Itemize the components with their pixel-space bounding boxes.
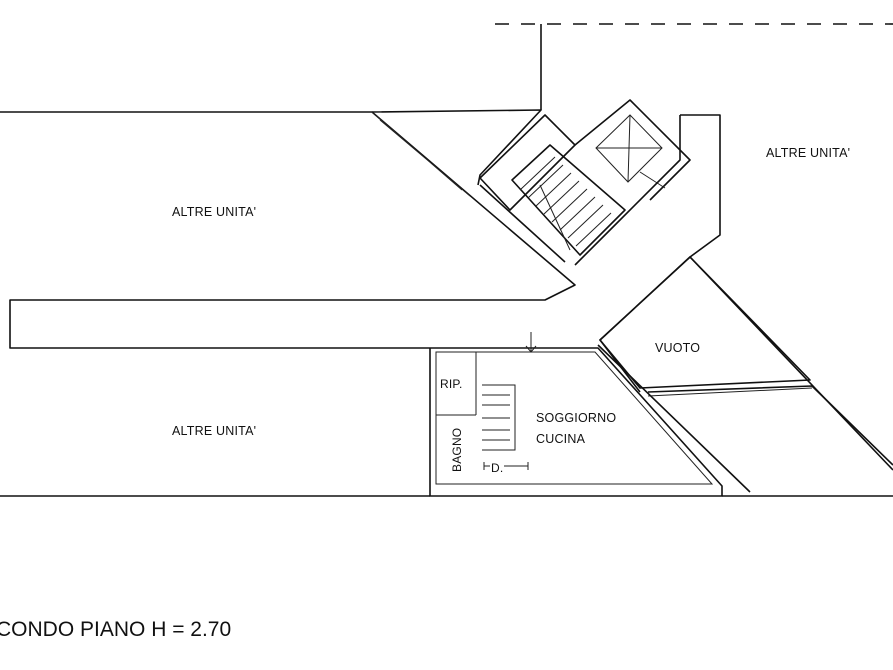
wall-vuoto <box>599 256 811 389</box>
wall-corridor-diagonal <box>574 115 681 266</box>
wall-upper-left-inner <box>371 111 471 197</box>
wall-corridor-diagonal-2 <box>599 256 691 393</box>
staircase <box>479 99 691 263</box>
wall-right-lower <box>647 385 893 466</box>
label-cucina: CUCINA <box>536 432 586 446</box>
wall-rip <box>436 352 477 416</box>
wall-upper-left-top-right <box>371 109 542 186</box>
label-soggiorno: SOGGIORNO <box>536 411 617 425</box>
label-bagno: BAGNO <box>450 427 464 472</box>
wall-apartment <box>425 347 723 497</box>
wall-lower-diagonal <box>597 344 751 493</box>
wall-right-upper <box>680 114 893 471</box>
label-altre-unita-bottom-left: ALTRE UNITA' <box>172 424 257 438</box>
inner-stair <box>482 384 516 451</box>
label-vuoto: VUOTO <box>655 341 701 355</box>
wall-upper-left-unit <box>0 111 576 349</box>
label-d: D. <box>490 461 505 475</box>
wall-apartment-inner <box>435 351 714 485</box>
plan-caption: ECONDO PIANO H = 2.70 <box>0 618 232 641</box>
wall-vuoto-inner <box>647 387 813 397</box>
entry-arrow <box>525 332 537 353</box>
label-altre-unita-top-left: ALTRE UNITA' <box>172 205 257 219</box>
label-rip: RIP. <box>440 377 463 391</box>
label-altre-unita-top-right: ALTRE UNITA' <box>766 146 851 160</box>
